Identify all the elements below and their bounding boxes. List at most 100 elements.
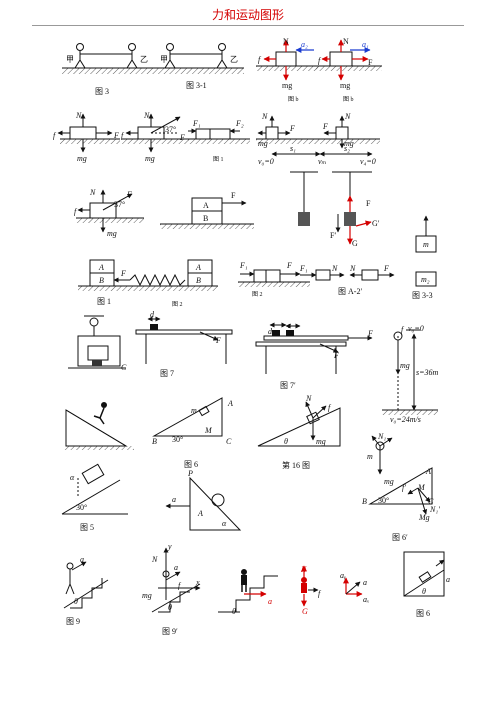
fig9-escalator: a θ: [63, 555, 109, 609]
label-y-9p: y: [167, 542, 172, 551]
label-F-sp: F: [120, 269, 126, 278]
label-f-fig16: f: [328, 403, 332, 412]
label-mg-m1: mg: [258, 139, 268, 148]
label-f-r2a: f: [53, 131, 57, 140]
label-N-9p: N: [151, 555, 158, 564]
label-30-6p: 30°: [378, 496, 389, 505]
label-m-vert: m: [423, 240, 429, 249]
label-Mg-6p: Mg: [418, 513, 430, 522]
caption-fig9p: 图 9′: [162, 627, 178, 636]
label-m-fig6: m: [191, 406, 197, 415]
label-37-r3: 37°: [114, 200, 125, 209]
label-N-r2a: N: [75, 111, 82, 120]
label-yi-2: 乙: [230, 55, 238, 64]
label-30-fig6: 30°: [172, 435, 183, 444]
label-a-wedge: a: [172, 495, 176, 504]
fig2-two-blocks-F1F2: F₁ F: [238, 261, 310, 287]
label-A-sp1: A: [98, 263, 104, 272]
fig-b-force-right: N f F mg a₁: [316, 37, 382, 90]
label-G-hang: G: [352, 239, 358, 248]
label-N-m1: N: [261, 112, 268, 121]
label-N-m2: N: [344, 112, 351, 121]
caption-fig7: 图 7: [160, 369, 174, 378]
label-vm-motion: vₘ: [318, 157, 327, 166]
fig3-1-tug-of-war: 甲 乙: [152, 43, 244, 74]
label-fp-6p: f′: [402, 483, 406, 492]
label-m-6p: m: [367, 452, 373, 461]
label-jia-2: 甲: [160, 55, 168, 64]
label-G-person: G: [302, 607, 308, 616]
label-N-b1: N: [283, 37, 289, 46]
caption-fig3-1: 图 3-1: [186, 81, 207, 90]
label-d-fig7: d: [150, 310, 155, 319]
label-theta-fig16: θ: [284, 437, 288, 446]
fig-accel-components: aᵧ a aₓ: [340, 571, 369, 604]
label-B-6p: B: [362, 497, 367, 506]
caption-fig5: 图 5: [80, 523, 94, 532]
fig-vertical-throw: f v₀=0 mg s=36m v₀=24m/s: [382, 324, 439, 424]
label-f-b2: f: [318, 56, 322, 65]
caption-fig6p: 图 6′: [392, 533, 408, 542]
label-v24: v₀=24m/s: [390, 415, 421, 424]
label-P-wedge: P: [187, 469, 193, 478]
caption-fig3-3: 图 3-3: [412, 291, 433, 300]
fig-block-37-pull: N f F 37° mg: [121, 111, 190, 163]
label-F-fig7p: F: [367, 329, 373, 338]
label-mg-throw: mg: [400, 361, 410, 370]
label-a-esc: a: [268, 597, 272, 606]
fig-motion-two-stage: N F mg N F mg s₁ s₂ v₀=0 vₘ v₄=0: [256, 112, 380, 166]
label-alpha-fig5: α: [70, 473, 75, 482]
fig-pulley-box: C: [68, 315, 127, 372]
caption-fig1a: 图 1: [213, 156, 224, 163]
label-N-r2b: N: [143, 111, 150, 120]
label-F-m2: F: [322, 122, 328, 131]
label-F-r2a: F: [113, 131, 119, 140]
label-A-wedge: A: [197, 509, 203, 518]
label-theta-9p: θ: [168, 603, 172, 612]
label-F1-fig2: F₁: [239, 261, 248, 270]
label-mg-r3: mg: [107, 229, 117, 238]
label-mg-m2: mg: [344, 139, 354, 148]
label-Fprime-hang: F′: [330, 231, 336, 240]
label-F2-fig7p: F: [333, 351, 339, 360]
label-alpha-wedge: α: [222, 519, 227, 528]
caption-fig7p: 图 7′: [280, 381, 296, 390]
label-A-stack: A: [203, 201, 209, 210]
caption-fig2: 图 2: [172, 301, 183, 308]
label-N1-6p: N₁: [377, 432, 386, 441]
label-f-r3: f: [74, 207, 78, 216]
fig-wedge-ball: P a A α: [165, 469, 242, 531]
fig-block-horizontal-forces: N f F mg: [53, 111, 120, 163]
fig7-table-paper: d F: [135, 310, 233, 364]
label-yi: 乙: [140, 55, 148, 64]
label-F-A2: F: [383, 264, 389, 273]
caption-fig-b1: 图 b: [288, 96, 299, 103]
label-N-A2b: N: [349, 264, 356, 273]
label-a-comp: a: [363, 578, 367, 587]
label-theta-fig9: θ: [74, 597, 78, 606]
label-mg-r2a: mg: [77, 154, 87, 163]
fig16-incline-forces: N f mg θ: [257, 394, 341, 447]
label-mg-9p: mg: [142, 591, 152, 600]
label-s1: s₁: [290, 144, 296, 153]
label-F-r3: F: [126, 190, 132, 199]
label-v0eq0: v₀=0: [408, 324, 424, 333]
label-B-stack: B: [203, 214, 208, 223]
label-a-fig9: a: [80, 555, 84, 564]
page-title: 力和运动图形: [211, 8, 284, 22]
label-s-fig7p: s: [288, 321, 291, 330]
caption-figA2: 图 A-2′: [338, 287, 362, 296]
fig-vertical-block-m: m m₂: [415, 215, 437, 287]
label-A-fig6: A: [227, 399, 233, 408]
label-N-b2: N: [343, 37, 349, 46]
caption-fig6: 图 6: [184, 460, 198, 469]
fig7p-table-paper: d s F F: [255, 321, 373, 374]
label-f-r2b: f: [121, 131, 125, 140]
label-mg-r2b: mg: [145, 154, 155, 163]
label-v4-motion: v₄=0: [360, 157, 376, 166]
label-F1-fig1: F₁: [192, 119, 201, 128]
label-s2: s₂: [344, 144, 350, 153]
label-f-b1: f: [258, 55, 262, 64]
label-F-stack: F: [231, 191, 236, 200]
label-F2-fig1: F₂: [235, 119, 244, 128]
